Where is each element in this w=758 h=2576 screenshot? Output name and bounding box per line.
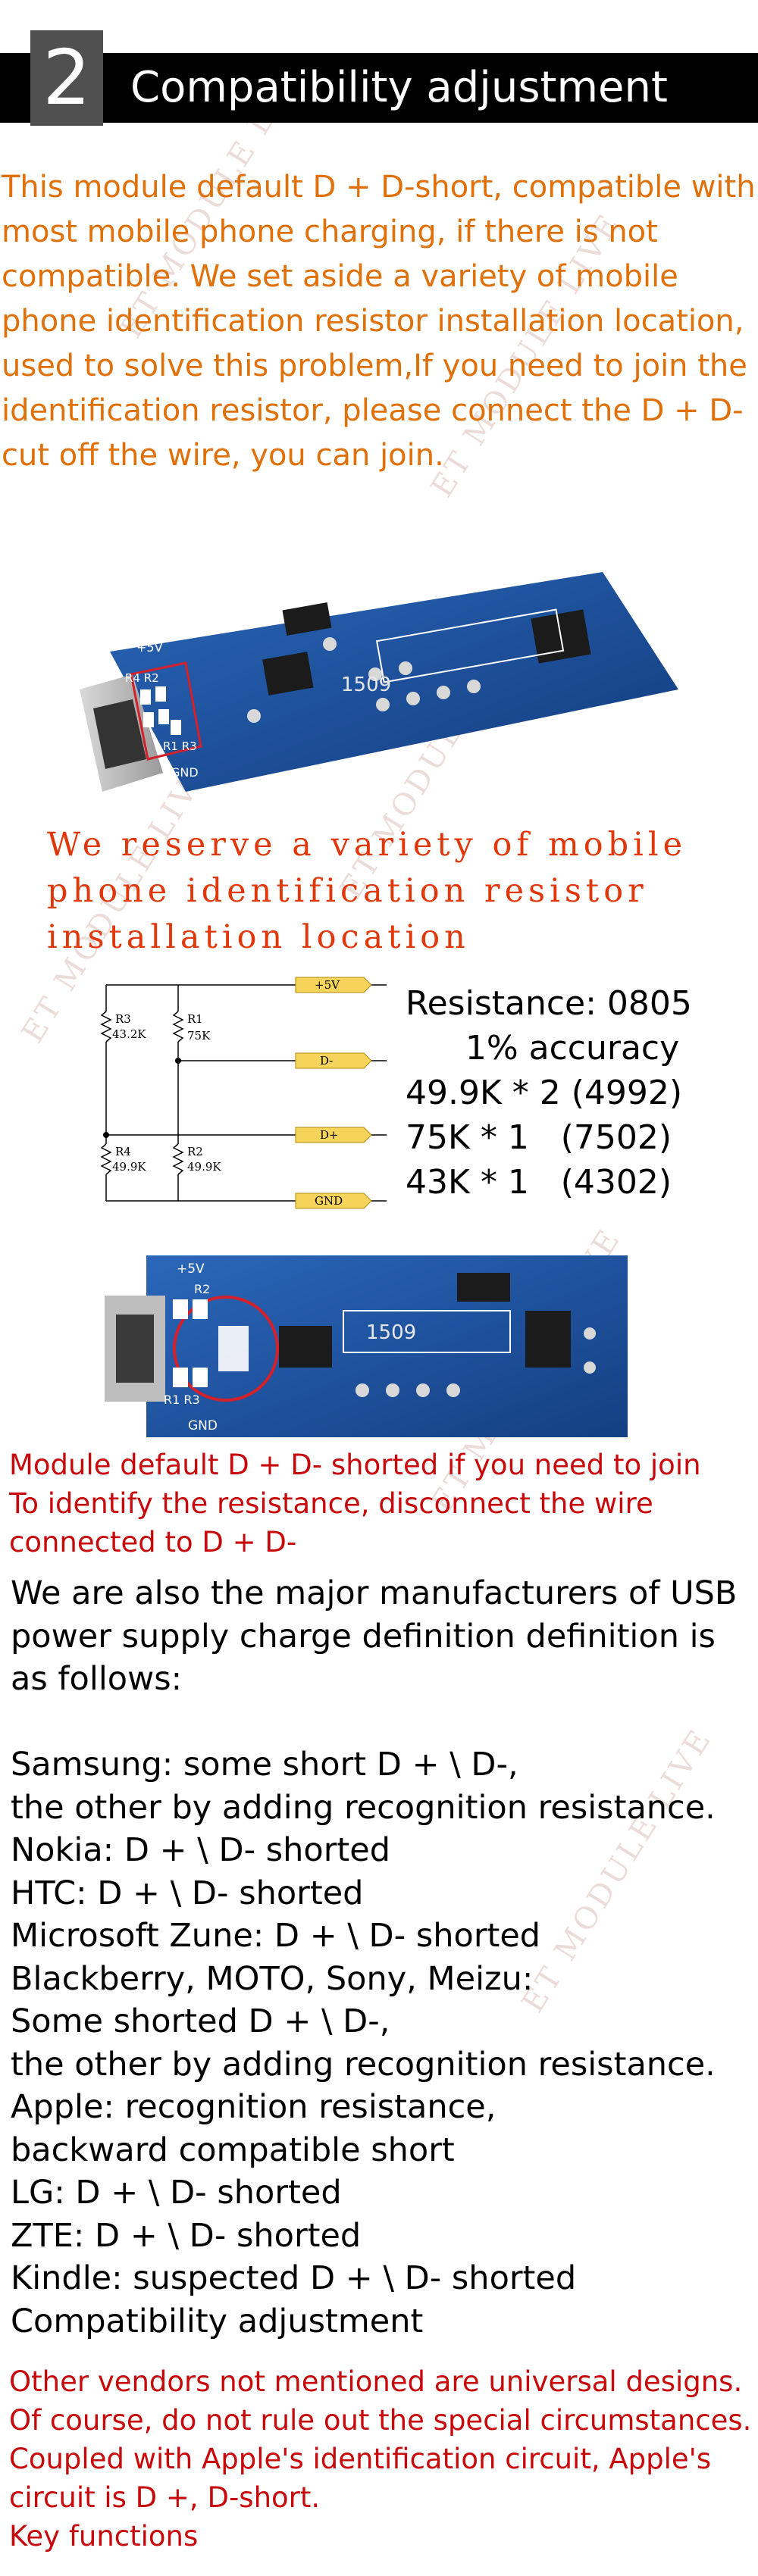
list-line: LG: D + \ D- shorted — [11, 2174, 342, 2212]
r4-label: R4 — [115, 1145, 131, 1158]
resistor-area-box — [130, 661, 202, 761]
list-line: Apple: recognition resistance, — [11, 2088, 496, 2126]
compatibility-list: We are also the major manufacturers of U… — [11, 1572, 757, 2343]
r3-label: R3 — [115, 1012, 131, 1026]
list-line: We are also the major manufacturers of U… — [11, 1574, 738, 1612]
list-line: the other by adding recognition resistan… — [11, 1788, 716, 1827]
note-line: To identify the resistance, disconnect t… — [9, 1487, 653, 1520]
gnd-tag: GND — [315, 1194, 343, 1208]
r1-value: 75K — [187, 1029, 211, 1043]
section-header-bar — [0, 53, 758, 123]
intro-paragraph: This module default D + D-short, compati… — [2, 170, 756, 473]
chip-label: 1509 — [341, 674, 391, 696]
note-line: Other vendors not mentioned are universa… — [9, 2365, 743, 2398]
note-line: circuit is D +, D-short. — [9, 2481, 321, 2514]
spec-line: Resistance: 0805 — [406, 984, 692, 1023]
note-line: connected to D + D- — [9, 1526, 297, 1558]
plus5v-label: +5V — [177, 1261, 205, 1277]
other-vendors-note: Other vendors not mentioned are universa… — [9, 2362, 756, 2556]
spec-line: 49.9K * 2 (4992) — [406, 1074, 683, 1112]
reserve-caption: We reserve a variety of mobile phone ide… — [47, 822, 729, 961]
list-line: Samsung: some short D + \ D-, — [11, 1746, 518, 1784]
plus5v-label: +5V — [136, 640, 163, 655]
gnd-label: GND — [171, 765, 199, 780]
spec-line: 1% accuracy — [465, 1029, 680, 1068]
list-line: as follows: — [11, 1660, 183, 1698]
list-line: HTC: D + \ D- shorted — [11, 1874, 364, 1912]
resistance-spec: Resistance: 0805 1% accuracy 49.9K * 2 (… — [406, 981, 739, 1205]
plus5v-tag: +5V — [315, 978, 340, 992]
list-line: Some shorted D + \ D-, — [11, 2002, 390, 2040]
dplus-tag: D+ — [320, 1128, 339, 1142]
section-number: 2 — [30, 30, 103, 126]
note-line: Key functions — [9, 2520, 199, 2553]
list-line: Microsoft Zune: D + \ D- shorted — [11, 1917, 541, 1955]
chip-label: 1509 — [366, 1321, 416, 1344]
r2-value: 49.9K — [187, 1160, 221, 1174]
r1-label: R1 — [187, 1012, 203, 1026]
module-board-photo: +5V R4 R2 R1 R3 GND 1509 — [80, 572, 678, 792]
list-line: Kindle: suspected D + \ D- shorted — [11, 2259, 577, 2297]
section-title: Compatibility adjustment — [130, 63, 668, 112]
spec-line: 43K * 1 (4302) — [406, 1163, 672, 1202]
resistor-area-circle — [173, 1296, 279, 1402]
list-line: Nokia: D + \ D- shorted — [11, 1831, 391, 1869]
ic-chip — [262, 652, 314, 696]
r3-value: 43.2K — [112, 1027, 146, 1041]
r2-label: R2 — [194, 1282, 210, 1296]
reserve-line: installation location — [47, 918, 470, 956]
list-line: Compatibility adjustment — [11, 2302, 424, 2340]
r4r2-label: R4 R2 — [125, 671, 159, 685]
reserve-line: phone identification resistor — [47, 872, 648, 910]
note-line: Coupled with Apple's identification circ… — [9, 2443, 712, 2475]
r1r3-label: R1 R3 — [164, 1393, 200, 1407]
ic-chip — [279, 1326, 332, 1368]
r1r3-label: R1 R3 — [163, 739, 197, 753]
note-line: Module default D + D- shorted if you nee… — [9, 1449, 701, 1481]
resistor-circuit-diagram: R3 43.2K R1 75K R4 49.9K R2 49.9K +5V D-… — [100, 977, 387, 1209]
spec-line: 75K * 1 (7502) — [406, 1118, 672, 1157]
list-line: Blackberry, MOTO, Sony, Meizu: — [11, 1959, 534, 1998]
list-line — [11, 1701, 757, 1744]
pcb-board — [110, 572, 678, 792]
module-board-photo-closeup: +5V R2 R1 R3 GND 1509 — [105, 1255, 628, 1437]
list-line: the other by adding recognition resistan… — [11, 2045, 716, 2084]
reserve-line: We reserve a variety of mobile — [47, 826, 688, 864]
list-line: ZTE: D + \ D- shorted — [11, 2216, 362, 2255]
gnd-label: GND — [188, 1418, 218, 1433]
dminus-tag: D- — [320, 1054, 333, 1068]
r4-value: 49.9K — [112, 1160, 146, 1174]
list-line: backward compatible short — [11, 2131, 455, 2169]
note-line: Of course, do not rule out the special c… — [9, 2404, 752, 2437]
r2-label: R2 — [187, 1145, 203, 1158]
module-default-note: Module default D + D- shorted if you nee… — [9, 1446, 756, 1562]
list-line: power supply charge definition definitio… — [11, 1617, 716, 1655]
